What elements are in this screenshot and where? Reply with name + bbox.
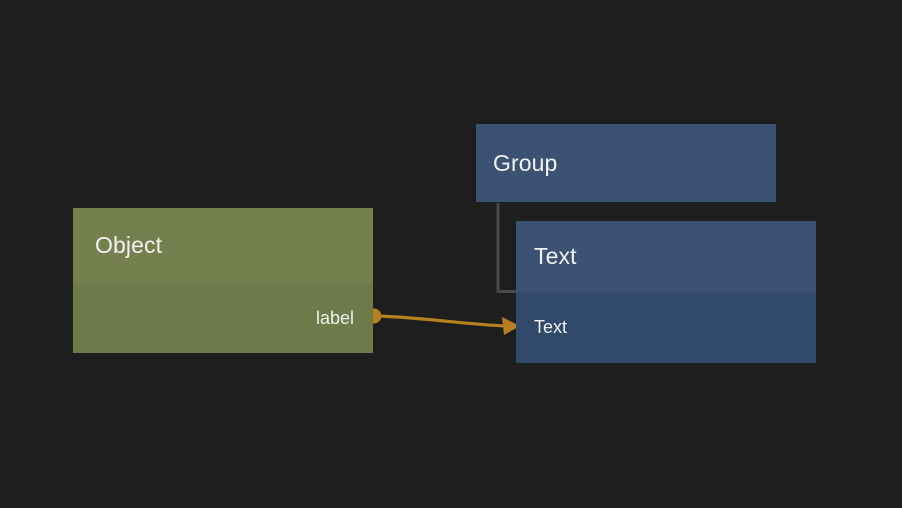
node-object[interactable]: Object label — [73, 208, 373, 353]
node-text-body: Text — [516, 292, 816, 363]
node-object-row-label-text: label — [315, 307, 354, 328]
elbow-connector-group-to-text[interactable] — [496, 203, 518, 293]
node-group-header[interactable]: Group — [476, 124, 776, 202]
link-connector-object-label-to-text[interactable] — [376, 314, 508, 328]
node-text-header[interactable]: Text — [516, 221, 816, 292]
node-text-title: Text — [534, 243, 577, 269]
node-object-header[interactable]: Object — [73, 208, 373, 283]
node-object-body: label — [73, 283, 373, 353]
node-text-row-text-label: Text — [534, 317, 568, 337]
node-object-row-label[interactable]: label — [73, 283, 373, 353]
node-object-title: Object — [95, 232, 163, 258]
node-text-row-text[interactable]: Text — [516, 292, 816, 363]
node-group-title: Group — [493, 149, 558, 176]
node-text[interactable]: Text Text — [516, 221, 816, 363]
node-group[interactable]: Group — [476, 124, 776, 202]
